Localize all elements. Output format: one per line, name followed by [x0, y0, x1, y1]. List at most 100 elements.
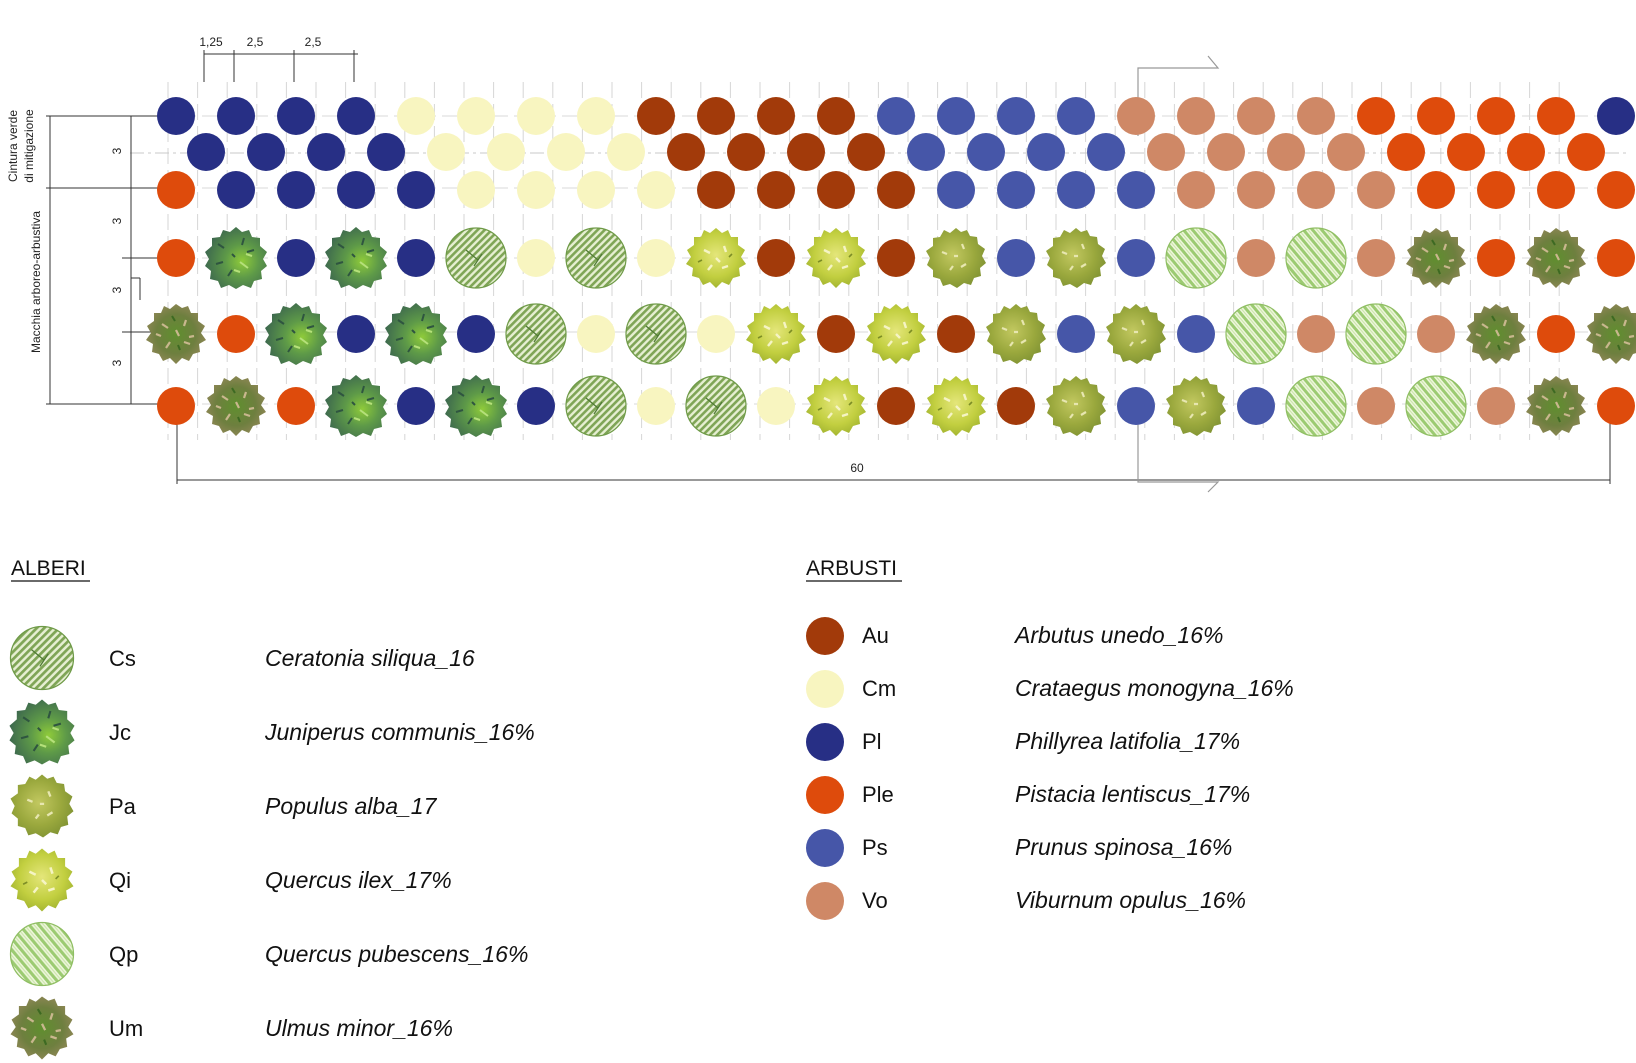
legend-tree-code: Qp	[109, 942, 138, 967]
shrub-ps	[1057, 171, 1095, 209]
shrub-pl	[367, 133, 405, 171]
legend-shrubs-heading: ARBUSTI	[806, 557, 897, 580]
shrub-ps	[1117, 387, 1155, 425]
shrub-cm	[517, 171, 555, 209]
legend-shrub-code: Vo	[862, 888, 888, 913]
shrub-ple	[1477, 171, 1515, 209]
shrub-ps	[1057, 97, 1095, 135]
shrub-cm	[397, 97, 435, 135]
legend-shrub-name: Phillyrea latifolia_17%	[1015, 728, 1240, 754]
legend-tree-code: Um	[109, 1016, 143, 1041]
legend-shrub-item: Pl Phillyrea latifolia_17%	[806, 723, 1240, 761]
shrub-ple	[1567, 133, 1605, 171]
dim-label-total: 60	[850, 461, 864, 475]
shrub-cm	[637, 387, 675, 425]
shrub-ple	[157, 239, 195, 277]
shrub-ps	[997, 171, 1035, 209]
shrub-au	[817, 97, 855, 135]
shrub-pl	[277, 239, 315, 277]
tree-um-icon	[9, 995, 75, 1061]
shrub-ps	[997, 97, 1035, 135]
shrub-cm	[637, 171, 675, 209]
shrub-ple	[1417, 97, 1455, 135]
shrub-au	[727, 133, 765, 171]
shrub-ple	[157, 387, 195, 425]
section-marker-bottom	[1137, 412, 1220, 493]
shrub-cm	[487, 133, 525, 171]
legend-trees-heading: ALBERI	[11, 557, 86, 580]
shrub-vo	[1357, 171, 1395, 209]
legend-shrub-item: Ps Prunus spinosa_16%	[806, 829, 1232, 867]
tree-jc-icon	[324, 226, 388, 290]
shrub-ps	[1027, 133, 1065, 171]
shrub-ple	[1417, 171, 1455, 209]
legend-shrub-swatch	[806, 882, 844, 920]
dim-label-2-5-a: 2,5	[247, 35, 264, 49]
shrub-au	[847, 133, 885, 171]
shrub-au	[877, 171, 915, 209]
shrub-vo	[1207, 133, 1245, 171]
shrub-vo	[1327, 133, 1365, 171]
shrub-vo	[1417, 315, 1455, 353]
legend-shrub-code: Ps	[862, 835, 888, 860]
legend-shrub-name: Prunus spinosa_16%	[1015, 834, 1232, 860]
tree-qp-icon	[1345, 303, 1407, 365]
shrub-cm	[577, 171, 615, 209]
legend-tree-name: Populus alba_17	[265, 793, 438, 819]
shrub-pl	[307, 133, 345, 171]
shrub-ple	[1597, 239, 1635, 277]
shrub-ple	[1477, 97, 1515, 135]
shrub-ple	[1597, 171, 1635, 209]
shrub-vo	[1177, 97, 1215, 135]
shrub-cm	[517, 97, 555, 135]
shrub-cm	[457, 97, 495, 135]
tree-cs-icon	[565, 375, 627, 437]
tree-um-icon	[1524, 374, 1588, 438]
shrub-au	[877, 239, 915, 277]
shrub-au	[637, 97, 675, 135]
legend-shrub-code: Pl	[862, 729, 882, 754]
shrub-pl	[277, 97, 315, 135]
tree-jc-icon	[204, 226, 268, 290]
shrub-pl	[397, 387, 435, 425]
shrub-vo	[1237, 97, 1275, 135]
shrub-pl	[517, 387, 555, 425]
row-shrub-bottom	[157, 171, 1635, 209]
shrub-ps	[997, 239, 1035, 277]
shrub-au	[787, 133, 825, 171]
shrub-pl	[457, 315, 495, 353]
shrub-vo	[1357, 387, 1395, 425]
shrub-au	[997, 387, 1035, 425]
tree-um-icon	[144, 302, 208, 366]
shrub-au	[757, 239, 795, 277]
shrub-au	[877, 387, 915, 425]
legend-shrub-swatch	[806, 829, 844, 867]
shrub-au	[697, 97, 735, 135]
shrub-vo	[1147, 133, 1185, 171]
shrub-vo	[1267, 133, 1305, 171]
shrub-cm	[547, 133, 585, 171]
tree-cs-icon	[505, 303, 567, 365]
legend-tree-name: Quercus pubescens_16%	[265, 941, 528, 967]
tree-jc-icon	[444, 374, 508, 438]
row-shrub-mid	[187, 133, 1605, 171]
shrub-ple	[1537, 97, 1575, 135]
zone-label-mitigation-line1: Cintura verde	[6, 110, 20, 182]
legend-shrub-code: Cm	[862, 676, 896, 701]
legend-tree-name: Ceratonia siliqua_16	[265, 645, 475, 671]
legend-tree-code: Cs	[109, 646, 136, 671]
tree-qi-icon	[804, 374, 868, 438]
dim-label-row-2: 3	[110, 217, 124, 224]
legend-shrub-name: Pistacia lentiscus_17%	[1015, 781, 1250, 807]
shrub-cm	[757, 387, 795, 425]
shrub-pl	[247, 133, 285, 171]
tree-jc-icon	[324, 374, 388, 438]
tree-jc-icon	[264, 302, 328, 366]
